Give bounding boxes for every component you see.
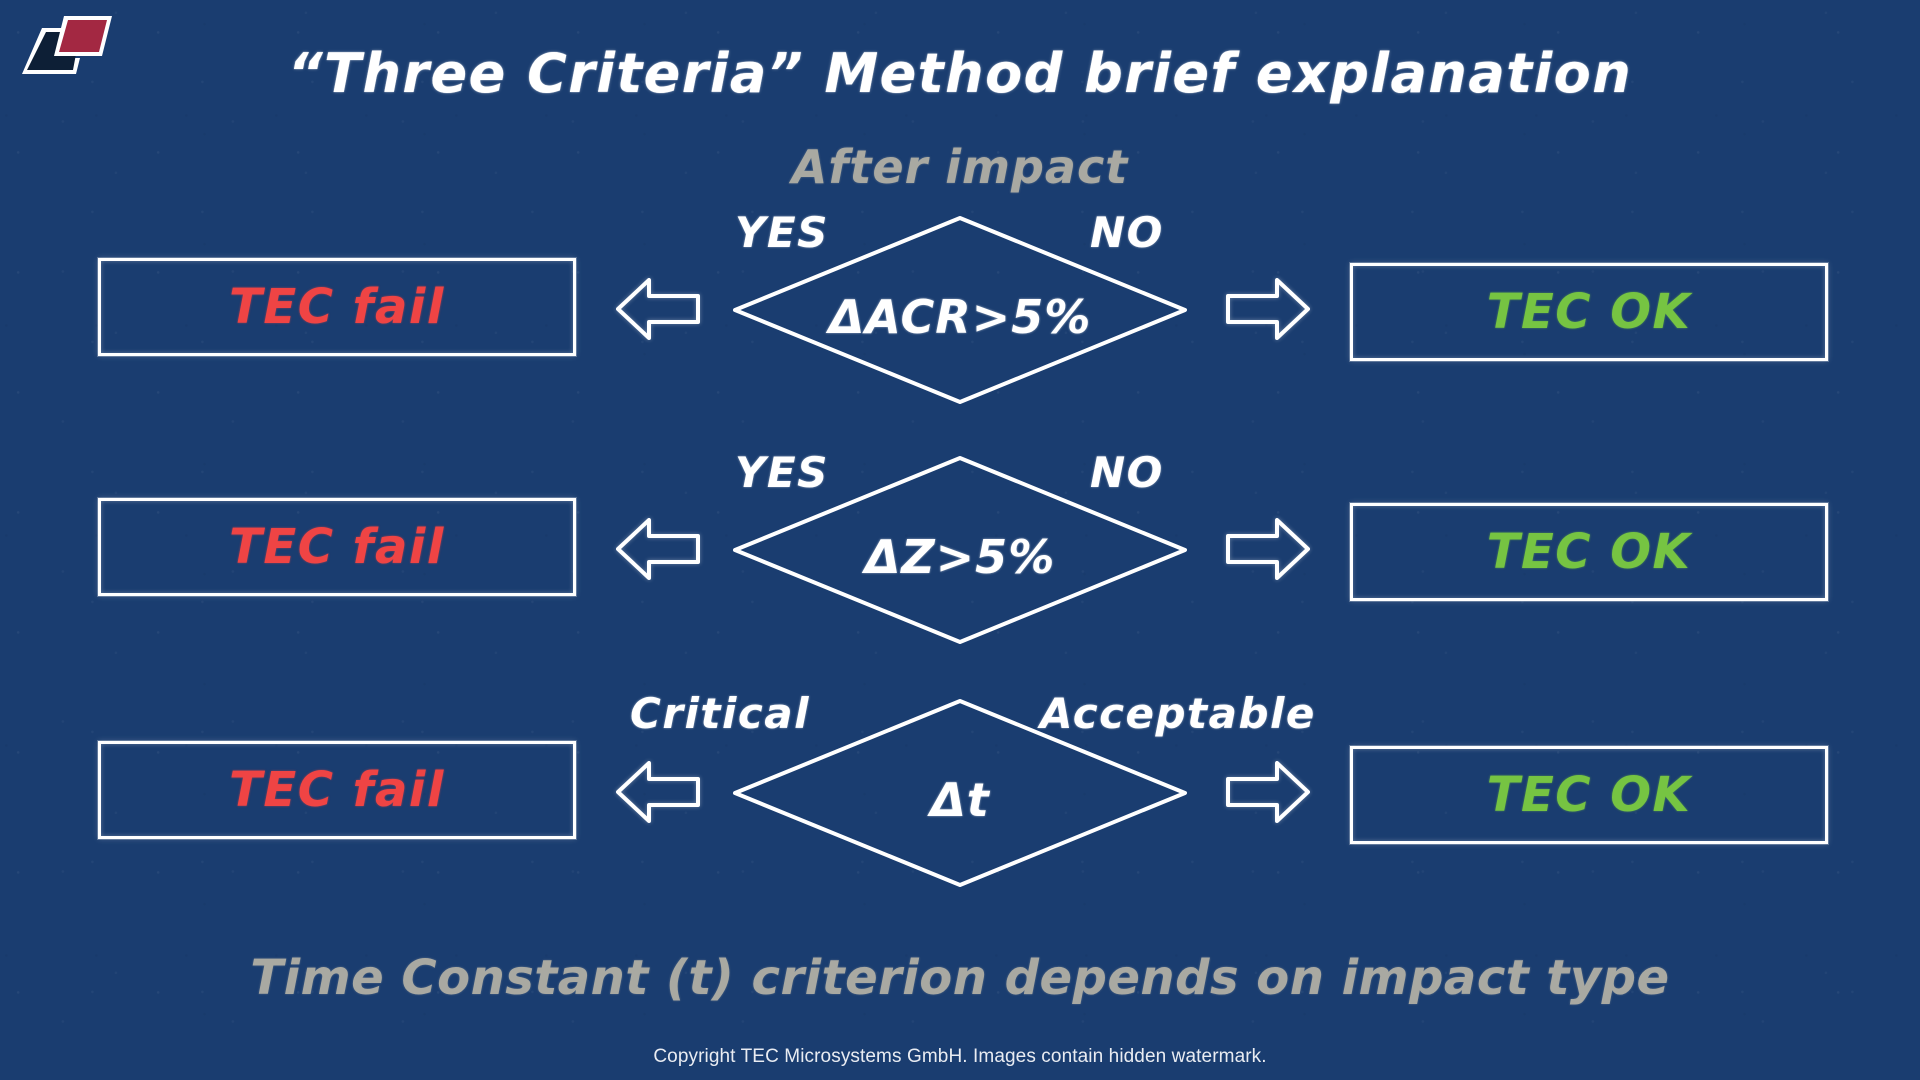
criterion-row-acr: TEC fail YES NO ΔACR>5% TEC OK (0, 208, 1920, 460)
outcome-label-fail: TEC fail (229, 519, 445, 575)
decision-diamond-icon: ΔACR>5% (727, 210, 1193, 410)
footnote-text: Time Constant (t) criterion depends on i… (250, 950, 1670, 1006)
arrow-right-icon (1225, 755, 1311, 829)
outcome-label-ok: TEC OK (1486, 767, 1692, 823)
copyright-text: Copyright TEC Microsystems GmbH. Images … (653, 1046, 1267, 1067)
branch-label-right: NO (1090, 208, 1164, 257)
outcome-box-fail[interactable]: TEC fail (98, 741, 576, 839)
outcome-box-ok[interactable]: TEC OK (1350, 503, 1828, 601)
branch-label-left: YES (735, 448, 829, 497)
branch-label-left: YES (735, 208, 829, 257)
tec-microsystems-logo (18, 12, 114, 78)
arrow-left-icon (615, 755, 701, 829)
decision-condition-label: ΔZ>5% (864, 530, 1056, 584)
decision-diamond-icon: Δt (727, 693, 1193, 893)
arrow-left-icon (615, 512, 701, 586)
outcome-box-ok[interactable]: TEC OK (1350, 746, 1828, 844)
decision-condition-label: ΔACR>5% (828, 290, 1092, 344)
outcome-label-fail: TEC fail (229, 279, 445, 335)
criterion-row-tau: TEC fail Critical Acceptable Δt TEC OK (0, 689, 1920, 945)
subtitle-after-impact: After impact (791, 140, 1129, 194)
page-title: “Three Criteria” Method brief explanatio… (287, 42, 1633, 105)
arrow-right-icon (1225, 272, 1311, 346)
outcome-label-ok: TEC OK (1486, 524, 1692, 580)
outcome-label-ok: TEC OK (1486, 284, 1692, 340)
outcome-box-fail[interactable]: TEC fail (98, 498, 576, 596)
branch-label-right: Acceptable (1040, 689, 1316, 738)
branch-label-left: Critical (630, 689, 811, 738)
criterion-row-z: TEC fail YES NO ΔZ>5% TEC OK (0, 448, 1920, 700)
arrow-right-icon (1225, 512, 1311, 586)
outcome-box-fail[interactable]: TEC fail (98, 258, 576, 356)
outcome-box-ok[interactable]: TEC OK (1350, 263, 1828, 361)
decision-condition-label: Δt (930, 773, 990, 827)
arrow-left-icon (615, 272, 701, 346)
outcome-label-fail: TEC fail (229, 762, 445, 818)
decision-diamond-icon: ΔZ>5% (727, 450, 1193, 650)
branch-label-right: NO (1090, 448, 1164, 497)
